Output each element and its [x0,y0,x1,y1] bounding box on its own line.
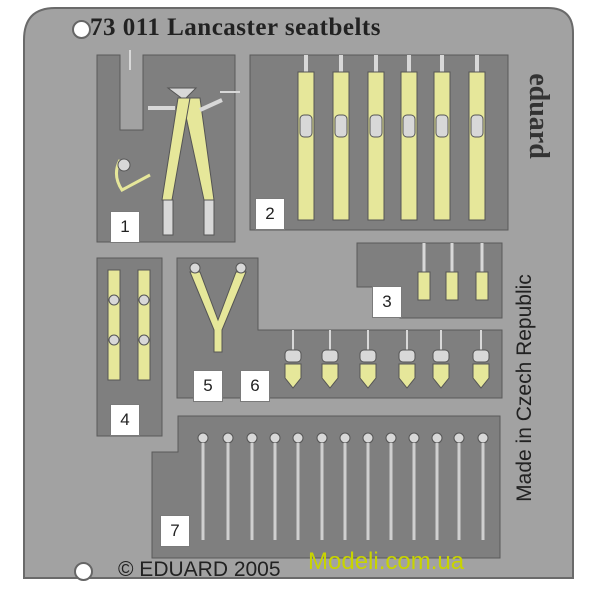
part-5-y-strap [189,262,247,353]
part-7-rod [222,432,234,540]
part-3-straps [417,243,489,301]
part-2-belt [332,55,350,221]
part-1-harness [115,50,240,236]
part-7-rod [246,432,258,540]
part-7-rod [269,432,281,540]
part-number-1: 1 [110,211,140,243]
part-2-belts [297,55,486,221]
part-4-belts [107,269,151,381]
part-7-rod [431,432,443,540]
part-7-rod [197,432,209,540]
mounting-hole-top [72,20,91,39]
part-6-buckle [432,330,450,389]
part-number-6: 6 [240,370,270,402]
part-6-buckle [284,330,302,389]
part-2-belt [433,55,451,221]
part-7-rod [477,432,489,540]
part-7-rod [292,432,304,540]
part-6-buckle [398,330,416,389]
part-number-3: 3 [372,286,402,318]
part-7-rod [453,432,465,540]
part-7-rod [408,432,420,540]
part-2-belt [400,55,418,221]
part-6-buckle [359,330,377,389]
part-2-belt [297,55,315,221]
part-6-buckle [321,330,339,389]
copyright-label: © EDUARD 2005 [118,558,281,581]
part-7-rod [385,432,397,540]
part-7-rod [316,432,328,540]
part-number-7: 7 [160,515,190,547]
part-7-rods [197,432,489,540]
part-2-belt [468,55,486,221]
part-6-buckle [472,330,490,389]
part-number-4: 4 [110,404,140,436]
fret-title: 73 011 Lancaster seatbelts [90,14,381,41]
part-number-5: 5 [193,370,223,402]
part-6-buckles [284,330,490,389]
panel-5-6 [176,257,503,399]
mounting-hole-bottom [74,562,93,581]
part-7-rod [362,432,374,540]
part-2-belt [367,55,385,221]
brand-label: eduard [523,73,554,159]
origin-label: Made in Czech Republic [513,274,536,502]
watermark-label: Modeli.com.ua [308,548,465,575]
part-7-rod [339,432,351,540]
part-number-2: 2 [255,198,285,230]
